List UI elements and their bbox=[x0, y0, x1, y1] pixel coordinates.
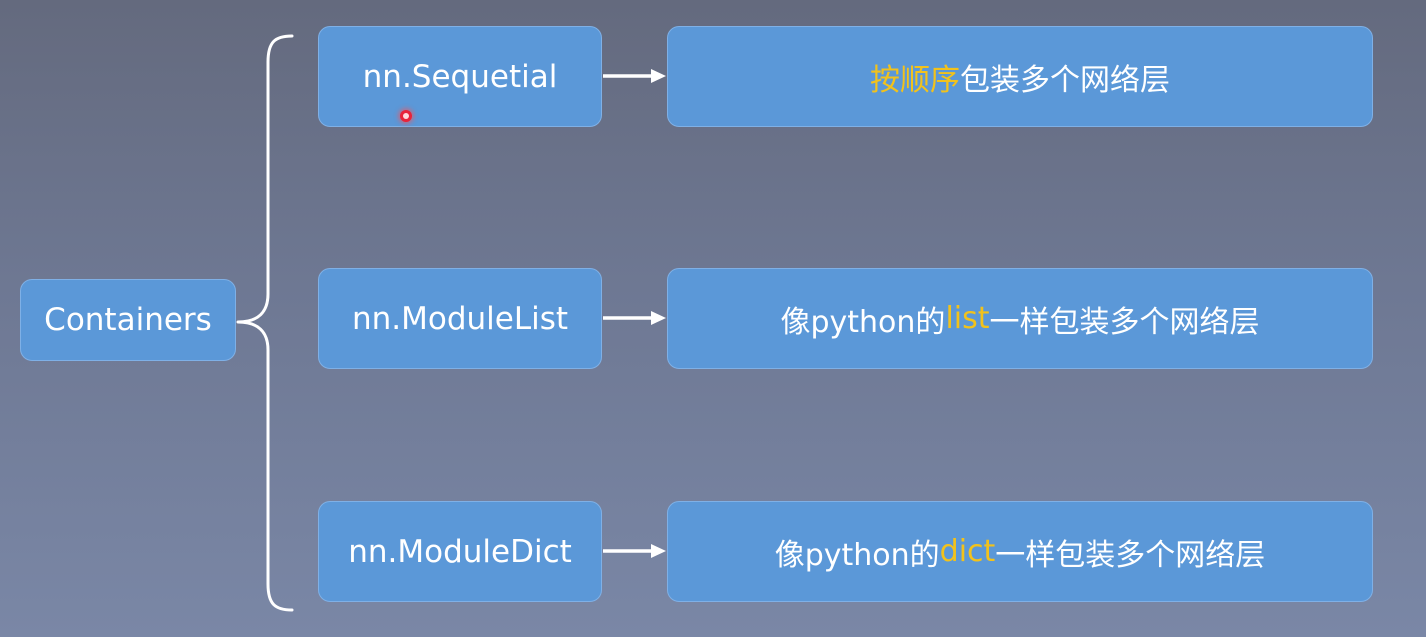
arrow-connector-3 bbox=[603, 544, 666, 558]
modulelist-description-highlight: list bbox=[945, 301, 990, 336]
modulelist-description-prefix: 像python的 bbox=[780, 304, 946, 340]
sequential-description-suffix: 包装多个网络层 bbox=[960, 62, 1170, 98]
brace-connector bbox=[236, 34, 294, 612]
containers-root-box: Containers bbox=[20, 279, 236, 361]
modulelist-class-label: nn.ModuleList bbox=[351, 300, 569, 337]
arrow-connector-2 bbox=[603, 311, 666, 325]
moduledict-class-label: nn.ModuleDict bbox=[348, 533, 572, 570]
arrow-connector-1 bbox=[603, 69, 666, 83]
modulelist-description-suffix: 一样包装多个网络层 bbox=[989, 304, 1260, 340]
moduledict-description-highlight: dict bbox=[939, 534, 996, 569]
containers-root-label: Containers bbox=[44, 302, 212, 338]
sequential-description-highlight: 按顺序 bbox=[870, 62, 960, 98]
sequential-class-box: nn.Sequetial bbox=[318, 26, 602, 127]
sequential-description-box: 按顺序包装多个网络层 bbox=[667, 26, 1373, 127]
cursor-dot-icon bbox=[400, 110, 412, 122]
sequential-class-label: nn.Sequetial bbox=[362, 58, 558, 95]
modulelist-class-box: nn.ModuleList bbox=[318, 268, 602, 369]
moduledict-class-box: nn.ModuleDict bbox=[318, 501, 602, 602]
moduledict-description-suffix: 一样包装多个网络层 bbox=[995, 537, 1266, 573]
moduledict-description-prefix: 像python的 bbox=[774, 537, 940, 573]
